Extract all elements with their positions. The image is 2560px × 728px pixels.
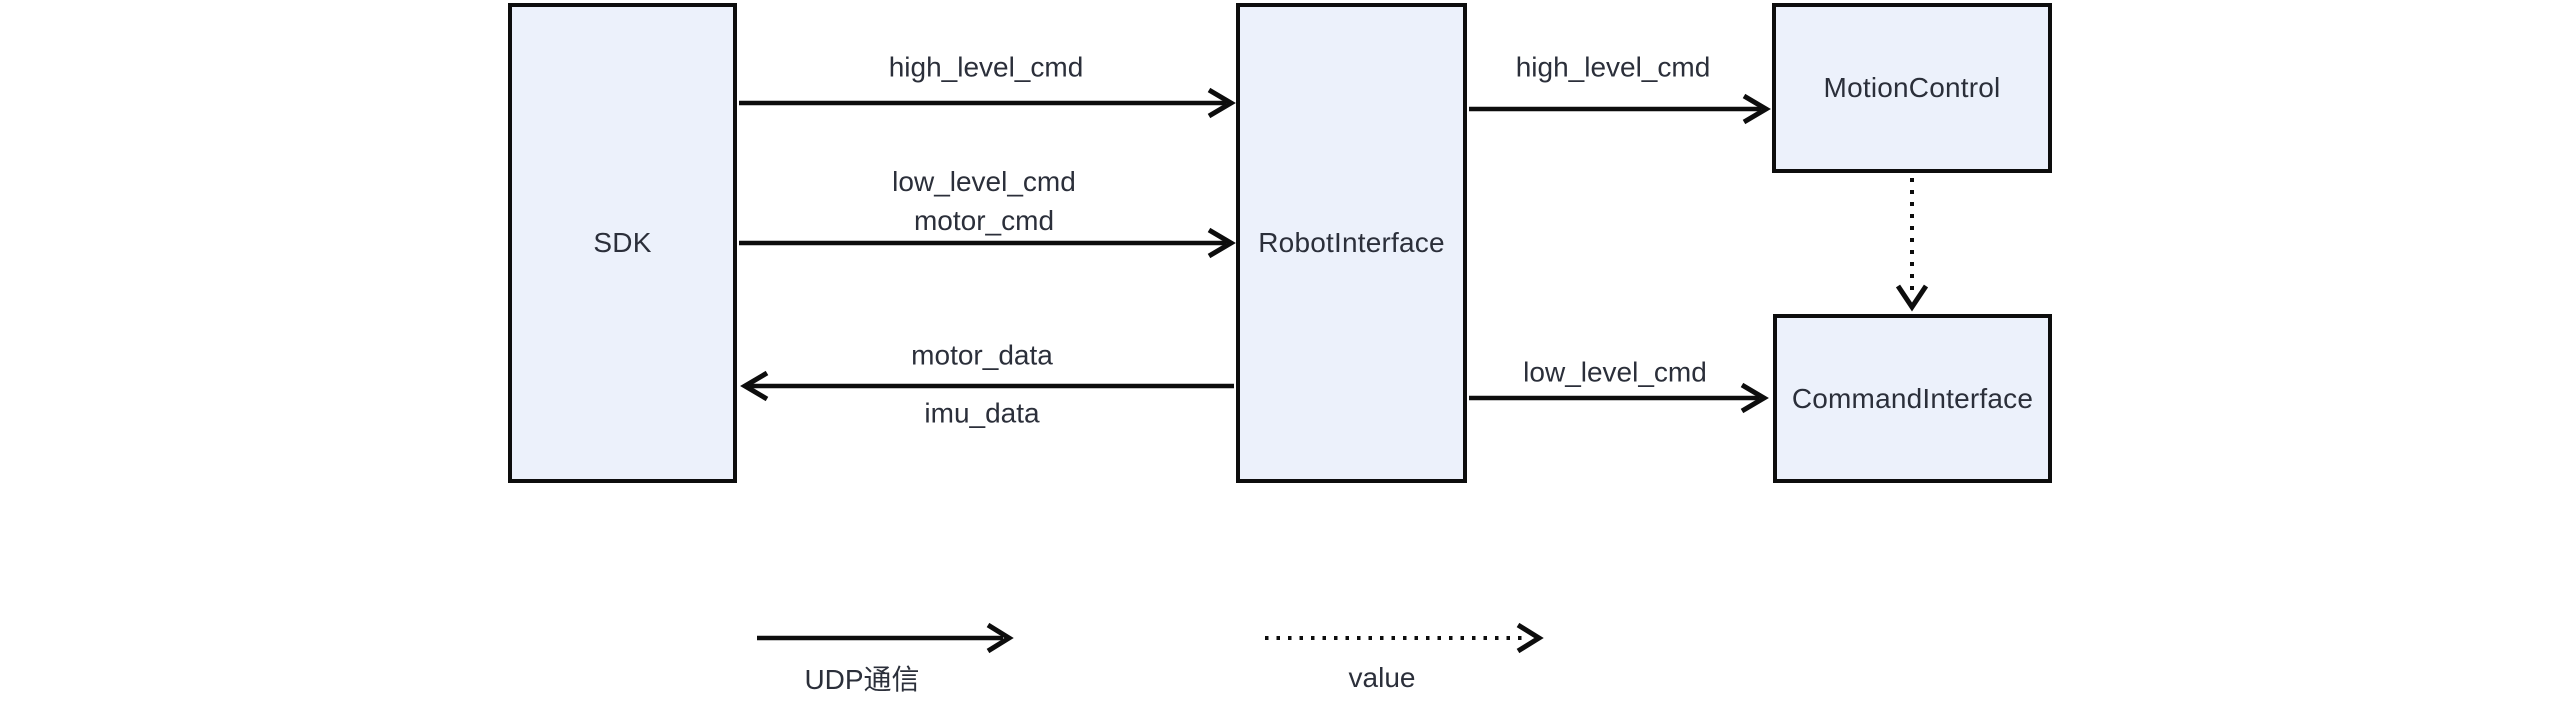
legend-label-udp: UDP通信 [804, 664, 920, 695]
node-sdk-label: SDK [593, 227, 652, 258]
legend-solid-arrow [757, 622, 1014, 654]
edge-label-high-level-cmd-left: high_level_cmd [888, 51, 1084, 83]
edge-label-high-level-cmd-right: high_level_cmd [1515, 51, 1711, 83]
legend-label-value: value [1348, 662, 1416, 693]
node-motion-control: MotionControl [1772, 3, 2052, 173]
edge-label-motor-data: motor_data [911, 339, 1053, 371]
edge-label-low-level-cmd-line1: low_level_cmd [892, 166, 1076, 197]
node-sdk: SDK [508, 3, 737, 483]
arrow-robotinterface-to-motioncontrol [1469, 93, 1771, 125]
edge-label-imu-data: imu_data [924, 397, 1040, 429]
node-robot-interface: RobotInterface [1236, 3, 1467, 483]
edge-label-low-level-cmd-right: low_level_cmd [1523, 356, 1707, 388]
legend-dotted-arrow [1265, 622, 1544, 654]
edge-label-low-level-motor-cmd: low_level_cmd motor_cmd [892, 162, 1076, 240]
node-command-interface-label: CommandInterface [1791, 382, 2034, 414]
arrow-robotinterface-to-sdk-data [740, 370, 1234, 402]
arrow-sdk-to-robotinterface-low [739, 227, 1236, 259]
node-motion-control-label: MotionControl [1823, 72, 2001, 103]
edge-label-motor-cmd-line2: motor_cmd [913, 205, 1055, 236]
node-command-interface: CommandInterface [1773, 314, 2052, 483]
arrow-robotinterface-to-commandinterface [1469, 382, 1769, 414]
arrow-sdk-to-robotinterface-high [739, 87, 1236, 119]
arrow-motioncontrol-to-commandinterface-dotted [1895, 178, 1929, 312]
node-robot-interface-label: RobotInterface [1258, 227, 1445, 258]
